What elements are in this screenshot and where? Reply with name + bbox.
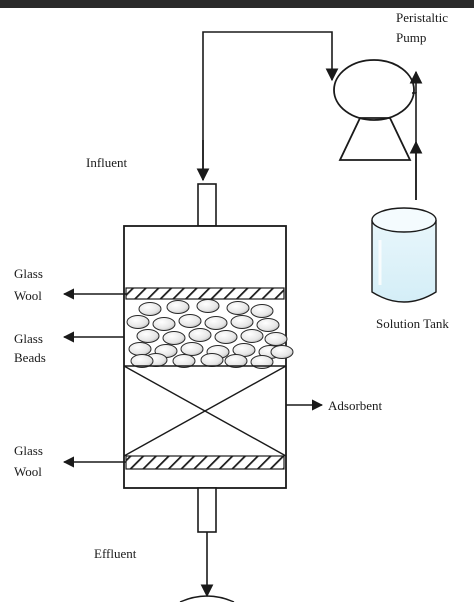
adsorbent-layer (123, 365, 287, 457)
glass-bead (200, 353, 224, 367)
collection-vessel-rim (179, 595, 235, 603)
glass-bead (136, 329, 160, 343)
glass-bead (162, 331, 186, 345)
glass-wool-top-layer (125, 287, 285, 300)
glass-bead (224, 354, 248, 368)
influent-pipe (202, 31, 339, 180)
glass-beads-label: Glass Beads (14, 331, 46, 365)
glass-wool-top-label: Glass Wool (14, 266, 46, 303)
glass-wool-bottom-layer (125, 455, 285, 470)
effluent-label: Effluent (94, 546, 137, 561)
effluent-nozzle (197, 487, 217, 533)
glass-bead (128, 342, 152, 356)
solution-tank-label: Solution Tank (376, 316, 449, 331)
adsorbent-label: Adsorbent (328, 398, 383, 413)
influent-nozzle (197, 183, 217, 227)
glass-bead (204, 316, 228, 330)
glass-bead (240, 329, 264, 343)
glass-bead (130, 354, 154, 368)
glass-bead (264, 332, 288, 346)
glass-bead (178, 314, 202, 328)
glass-bead (256, 318, 280, 332)
glass-bead (126, 315, 150, 329)
glass-bead (196, 299, 220, 313)
glass-bead (230, 315, 254, 329)
glass-wool-bottom-label: Glass Wool (14, 443, 46, 479)
solution-tank-icon (371, 207, 437, 303)
glass-bead (188, 328, 212, 342)
glass-bead (152, 317, 176, 331)
glass-bead (138, 302, 162, 316)
influent-label: Influent (86, 155, 128, 170)
glass-bead (214, 330, 238, 344)
glass-bead (172, 354, 196, 368)
glass-bead (180, 342, 204, 356)
peristaltic-pump-icon (333, 59, 415, 161)
glass-beads-layer (126, 299, 294, 369)
top-edge-bar (0, 0, 474, 8)
glass-bead (226, 301, 250, 315)
pump-label: Peristaltic Pump (396, 10, 451, 45)
glass-bead (166, 300, 190, 314)
glass-bead (250, 304, 274, 318)
glass-bead (270, 345, 294, 359)
